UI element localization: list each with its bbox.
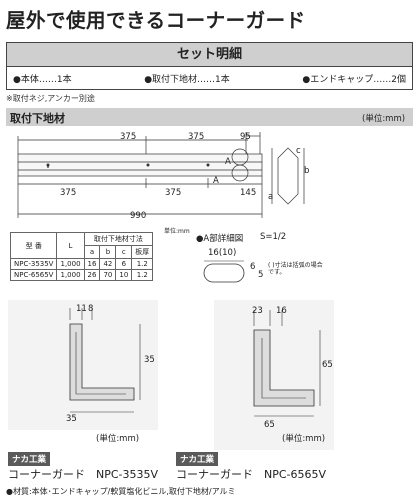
- corner1-dim-35-vertical: 35: [144, 355, 155, 365]
- dim-total-990: 990: [130, 211, 147, 221]
- corner-guard-3535-drawing: [8, 300, 158, 430]
- col-length: L: [56, 232, 85, 259]
- product-name-6565: コーナーガード NPC-6565V: [176, 468, 327, 481]
- cell-c: 6: [115, 258, 133, 270]
- col-base-dims: 取付下地材寸法: [83, 232, 154, 246]
- label-a-bottom: A: [213, 176, 219, 186]
- set-item-body: ●本体……1本: [13, 75, 72, 85]
- corner2-dim-16: 16: [276, 306, 287, 316]
- table-unit: 単位:mm: [164, 228, 190, 235]
- cell-thickness: 1.2: [131, 258, 154, 270]
- cell-a: 26: [83, 269, 101, 281]
- base-material-diagram: [17, 132, 305, 218]
- cell-c: 10: [115, 269, 133, 281]
- sub-a: a: [83, 245, 101, 259]
- dim-bot-375a: 375: [60, 188, 77, 198]
- corner1-dim-11: 11: [76, 304, 87, 314]
- table-row: NPC-6565V 1,000 26 70 10 1.2: [9, 269, 154, 281]
- label-a-top: A: [225, 157, 231, 167]
- dim-bot-375b: 375: [165, 188, 182, 198]
- cell-model: NPC-3535V: [9, 258, 58, 270]
- cell-a: 16: [83, 258, 101, 270]
- section-unit: (単位:mm): [362, 114, 406, 124]
- corner1-unit: (単位:mm): [96, 434, 140, 444]
- corner-guard-6565-drawing: [214, 300, 334, 450]
- screw-note: ※取付ネジ,アンカー別途: [6, 94, 95, 103]
- dim-top-375a: 375: [120, 132, 137, 142]
- cell-length: 1,000: [56, 258, 85, 270]
- sub-c: c: [115, 245, 133, 259]
- detail-dim-6: 6: [250, 262, 256, 272]
- col-model: 型 番: [9, 232, 58, 259]
- sub-thickness: 板厚: [131, 245, 154, 259]
- cell-b: 42: [99, 258, 117, 270]
- detail-dim-16: 16(10): [208, 248, 237, 258]
- section-bar: [6, 108, 413, 126]
- page-title: 屋外で使用できるコーナーガード: [6, 9, 306, 32]
- corner1-dim-35-horizontal: 35: [66, 414, 77, 424]
- side-dim-a: a: [268, 192, 274, 202]
- dim-top-375b: 375: [188, 132, 205, 142]
- a-detail-diagram: [203, 260, 245, 283]
- side-dim-b: b: [304, 166, 310, 176]
- dim-bot-145: 145: [240, 188, 257, 198]
- corner2-dim-65-vertical: 65: [322, 360, 333, 370]
- corner1-dim-8: 8: [88, 304, 94, 314]
- product-name-3535: コーナーガード NPC-3535V: [8, 468, 159, 481]
- spec-table: 型 番 L 取付下地材寸法 a b c 板厚 NPC-3535V 1,000 1…: [9, 232, 154, 281]
- brand-badge-2: ナカ工業: [176, 452, 219, 466]
- corner2-dim-65-horizontal: 65: [264, 420, 275, 430]
- corner2-unit: (単位:mm): [282, 434, 326, 444]
- side-dim-c: c: [296, 146, 301, 156]
- set-contents-header: セット明細: [7, 43, 412, 67]
- section-title: 取付下地材: [10, 112, 65, 125]
- material-note: ●材質:本体･エンドキャップ/軟質塩化ビニル,取付下地材/アルミ: [6, 487, 236, 496]
- brand-badge-1: ナカ工業: [8, 452, 51, 466]
- table-row: NPC-3535V 1,000 16 42 6 1.2: [9, 258, 154, 270]
- corner2-dim-23: 23: [252, 306, 263, 316]
- cell-length: 1,000: [56, 269, 85, 281]
- set-item-endcap: ●エンドキャップ……2個: [302, 75, 406, 85]
- set-contents-row: ●本体……1本 ●取付下地材……1本 ●エンドキャップ……2個: [7, 67, 412, 90]
- cell-b: 70: [99, 269, 117, 281]
- detail-note: ( )寸法は括弧の場合です。: [268, 262, 323, 276]
- detail-scale: S=1/2: [260, 232, 287, 242]
- cell-model: NPC-6565V: [9, 269, 58, 281]
- dim-top-95: 95: [240, 132, 251, 142]
- sub-b: b: [99, 245, 117, 259]
- set-item-base: ●取付下地材……1本: [144, 75, 230, 85]
- set-contents-box: セット明細 ●本体……1本 ●取付下地材……1本 ●エンドキャップ……2個: [6, 42, 413, 90]
- detail-dim-5: 5: [258, 270, 264, 280]
- detail-title: ●A部詳細図: [196, 234, 244, 244]
- cell-thickness: 1.2: [131, 269, 154, 281]
